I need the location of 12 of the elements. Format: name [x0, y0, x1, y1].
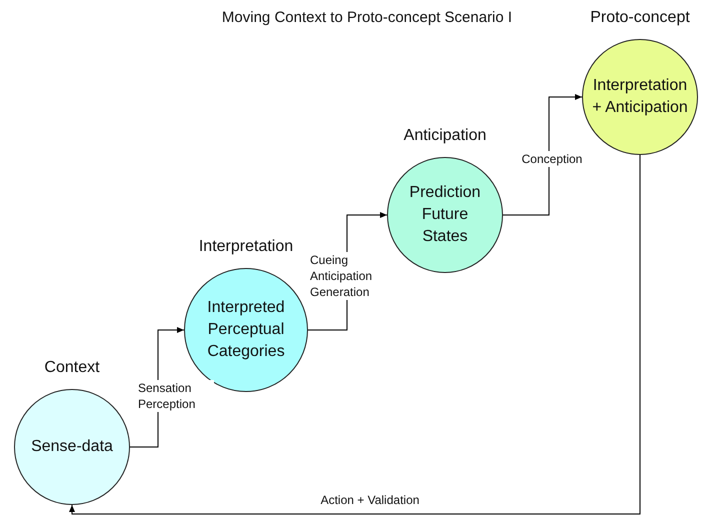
circle-label: Sense-data [31, 437, 113, 457]
circle-label: Prediction Future States [408, 183, 482, 247]
edge-label: Sensation Perception [138, 380, 214, 412]
diagram-title: Moving Context to Proto-concept Scenario I [220, 8, 514, 28]
circle-label: Interpreted Perceptual Categories [206, 298, 286, 362]
circle-label: Interpretation + Anticipation [591, 76, 689, 118]
node-heading: Interpretation [198, 237, 294, 257]
connector-arrow [69, 154, 640, 514]
node-heading: Proto-concept [590, 8, 690, 28]
node-heading: Context [44, 358, 100, 378]
connector-arrow [502, 94, 582, 216]
node-heading: Anticipation [404, 126, 486, 146]
